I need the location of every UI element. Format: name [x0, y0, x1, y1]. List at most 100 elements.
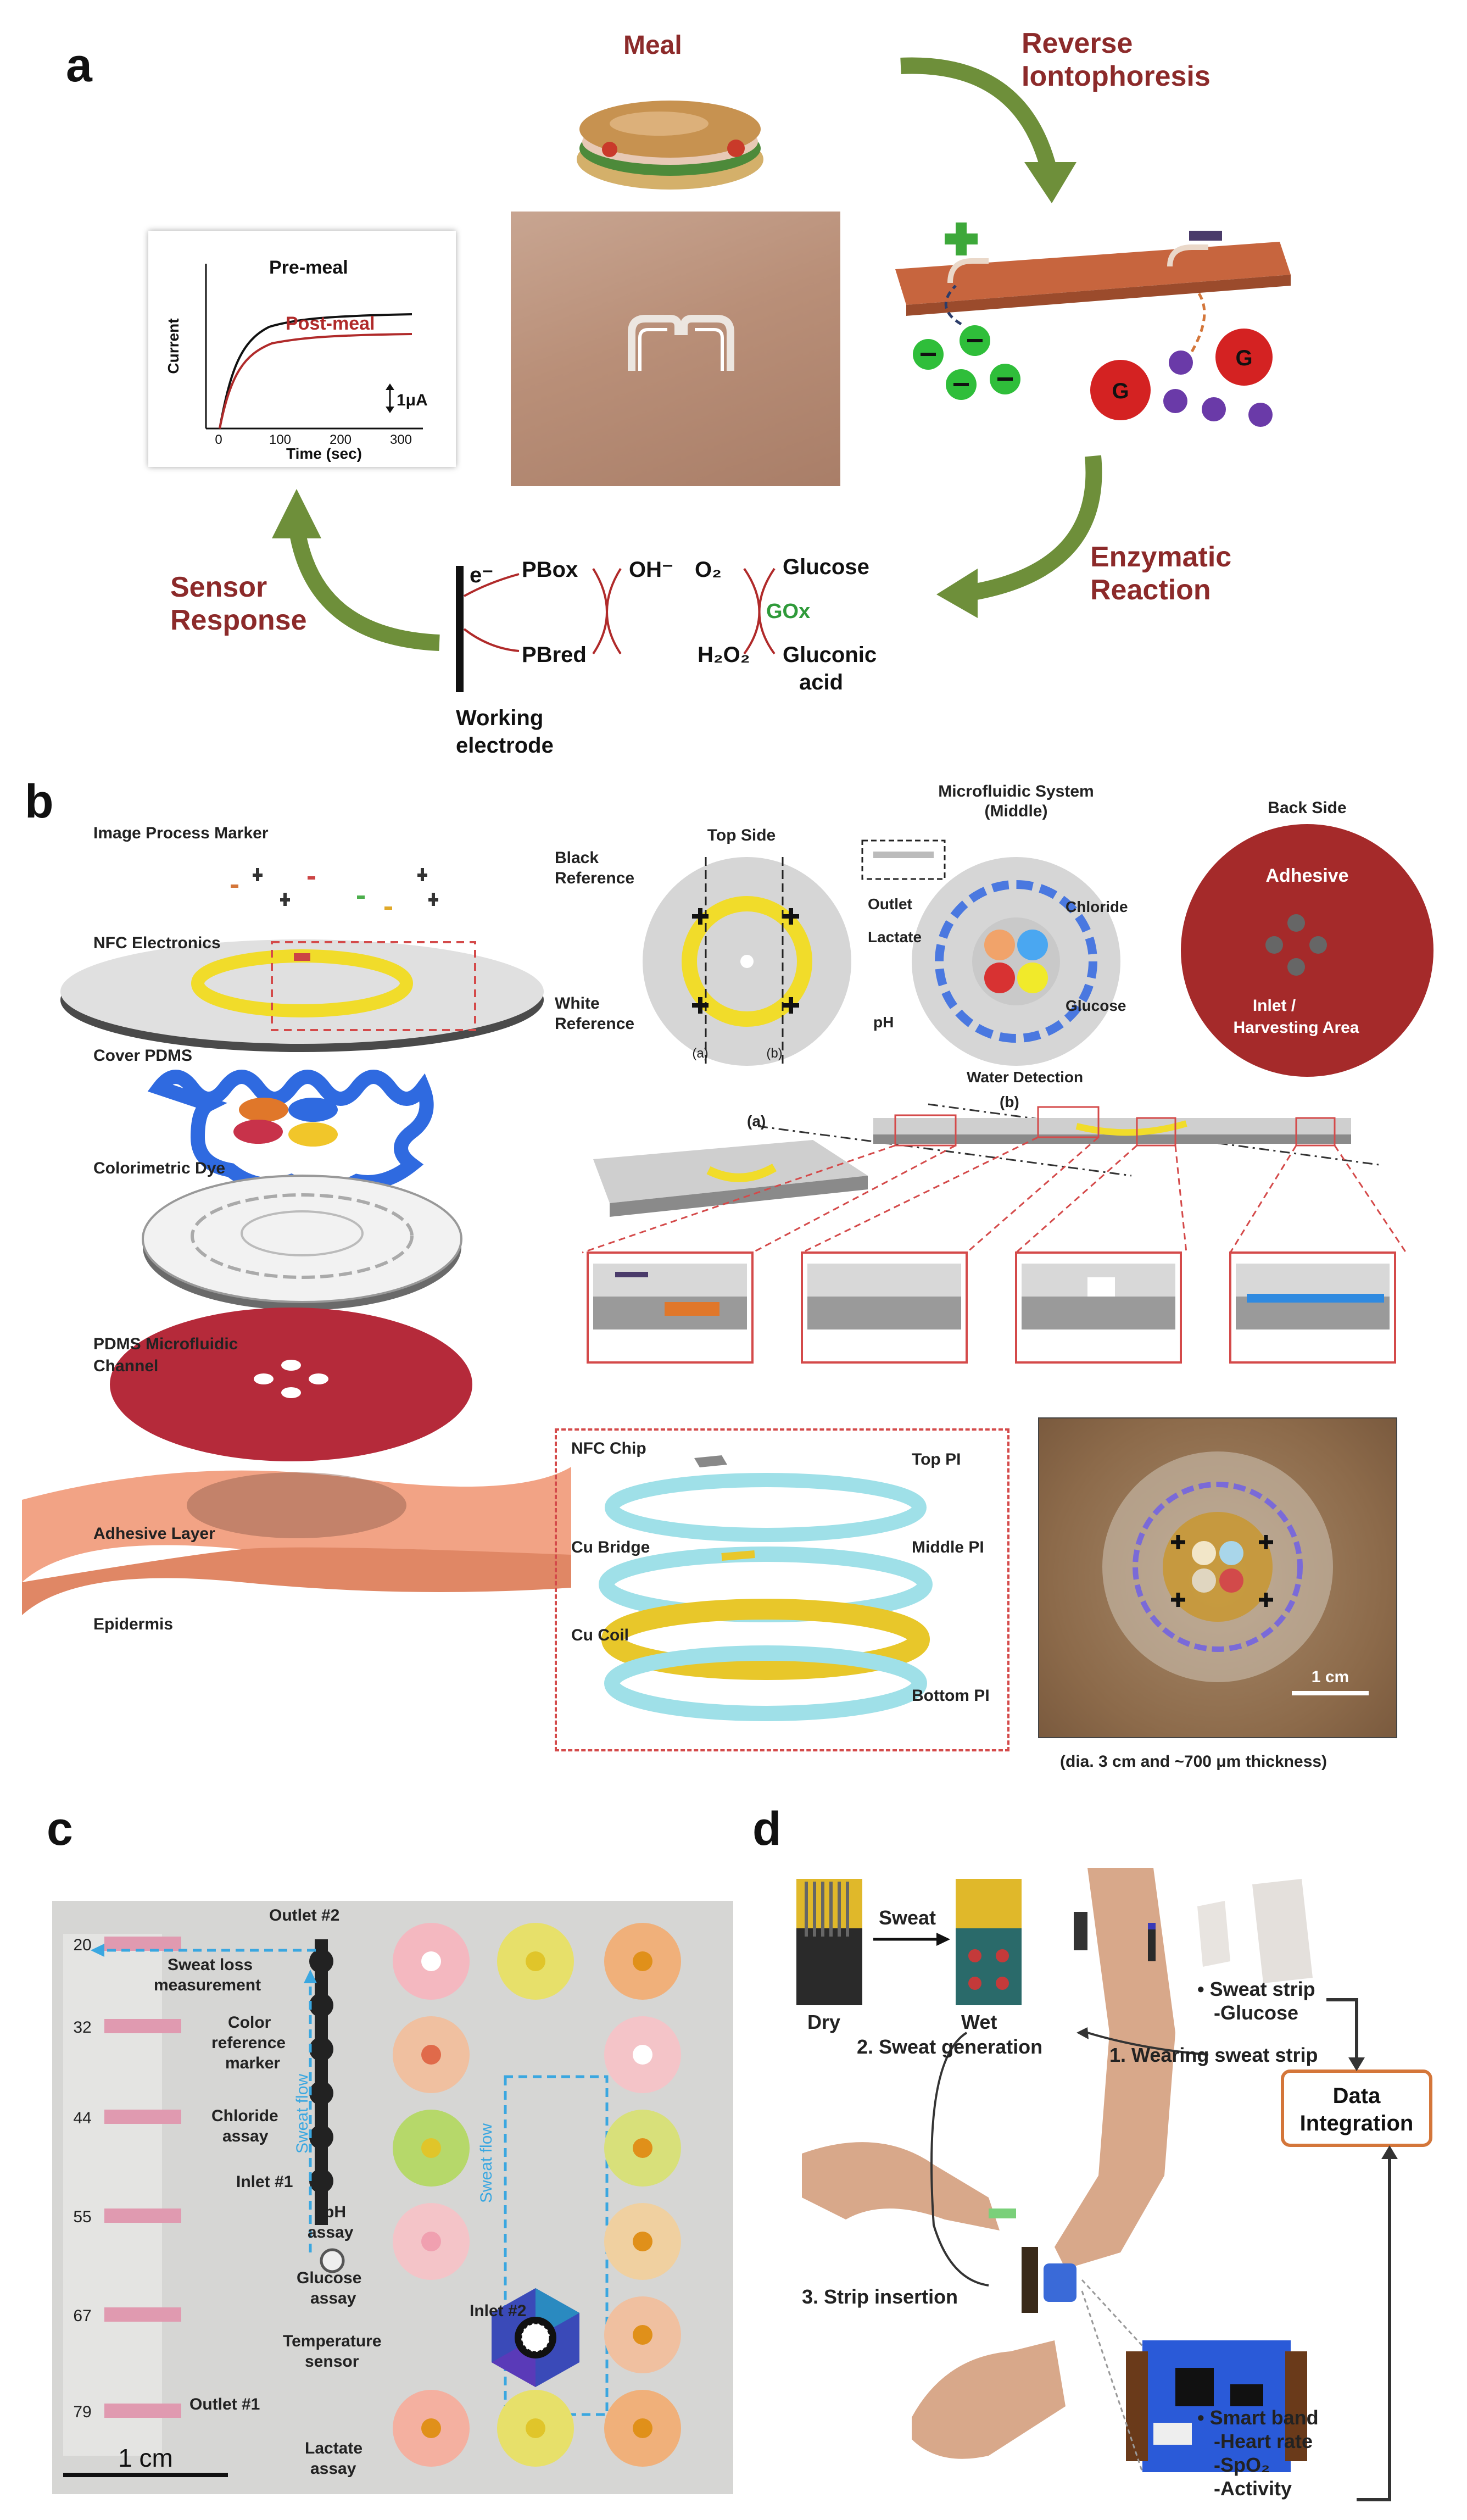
outlet2-label: Outlet #2	[269, 1906, 340, 1924]
glucose-chem-label: Glucose	[783, 555, 869, 579]
cu-bridge-label: Cu Bridge	[571, 1538, 650, 1556]
smart-band-label-1: • Smart band	[1197, 2406, 1319, 2429]
ph-assay-label-1: pH	[324, 2203, 346, 2221]
outlet-label: Outlet	[868, 895, 912, 913]
cut-a-label: (a)	[692, 1046, 708, 1061]
cross-section-diagram: (a) (b)	[582, 1093, 1407, 1364]
label-pdms-channel-1: PDMS Microfluidic	[93, 1335, 238, 1353]
arrow-to-enzymatic	[936, 455, 1102, 618]
back-side-diagram: Back Side Adhesive Inlet / Harvesting Ar…	[1181, 799, 1433, 1077]
label-epidermis: Epidermis	[93, 1615, 174, 1633]
microfluidic-system-diagram: Microfluidic System (Middle) Outlet Chlo…	[861, 782, 1128, 1086]
smart-band-label-2: -Heart rate	[1214, 2430, 1313, 2452]
lactate-assay-label-2: assay	[310, 2460, 356, 2478]
data-integration-1: Data	[1333, 2084, 1381, 2108]
sweat-flow-1: Sweat flow	[293, 2074, 311, 2154]
ruler-55: 55	[73, 2208, 91, 2226]
ph-label: pH	[873, 1014, 894, 1031]
glucose-assay-label-2: assay	[310, 2289, 356, 2307]
electrode-label-1: Working	[456, 706, 543, 730]
top-pi-label: Top PI	[912, 1450, 961, 1468]
response-text: Response	[170, 604, 307, 636]
reverse-iontophoresis-label: Reverse Iontophoresis	[1022, 27, 1211, 93]
legend-pre-meal: Pre-meal	[269, 257, 348, 278]
chloride-label: Chloride	[1066, 898, 1128, 915]
temperature-sensor-label-2: sensor	[305, 2352, 359, 2371]
enzymatic-reaction-label: Enzymatic Reaction	[1090, 541, 1231, 607]
xtick-300: 300	[390, 432, 412, 447]
glucose-assay-label-1: Glucose	[297, 2269, 362, 2287]
inlet-label-2: Harvesting Area	[1234, 1019, 1359, 1037]
smart-band-label-3: -SpO₂	[1214, 2454, 1270, 2476]
label-image-process-marker: Image Process Marker	[93, 824, 269, 842]
back-side-title: Back Side	[1268, 799, 1346, 817]
white-ref-label-1: White	[555, 994, 600, 1013]
sweat-strip-label-1: • Sweat strip	[1197, 1978, 1315, 2000]
ruler-20: 20	[73, 1936, 91, 1954]
label-adhesive-layer: Adhesive Layer	[93, 1525, 215, 1543]
reaction-scheme: e⁻ PBox PBred OH⁻ O₂ H₂O₂ GOx Glucose Gl…	[456, 555, 877, 758]
sweat-loss-label-1: Sweat loss	[168, 1956, 253, 1974]
outlet1-label: Outlet #1	[189, 2395, 260, 2413]
iontophoresis-text: Iontophoresis	[1022, 60, 1211, 92]
exploded-stack-diagram	[22, 868, 571, 1615]
plot-scalebar: 1μA	[397, 391, 428, 409]
reaction-text: Reaction	[1090, 574, 1211, 606]
cross-a-label: (a)	[747, 1112, 766, 1130]
nfc-stack-box	[555, 1428, 1009, 1751]
microfluidic-title-1: Microfluidic System	[938, 782, 1094, 800]
dry-label: Dry	[807, 2011, 841, 2033]
microfluidic-title-2: (Middle)	[985, 802, 1048, 820]
color-ref-label-1: Color	[228, 2013, 271, 2032]
sweat-arrow-label: Sweat	[879, 1906, 936, 1929]
pb-ox-label: PBox	[522, 558, 578, 582]
sandwich-image	[577, 101, 763, 190]
electrode-label-2: electrode	[456, 733, 554, 758]
iontophoresis-diagram: G G	[895, 222, 1291, 427]
lactate-assay-label-1: Lactate	[305, 2439, 363, 2457]
sweat-loss-label-2: measurement	[154, 1976, 261, 1994]
glucose-label: Glucose	[1066, 997, 1126, 1014]
sweat-patch-photo: 20 32 44 55 67 79 Sweat flow Sweat flow	[52, 1901, 733, 2494]
glucose-ion-2: G	[1235, 346, 1252, 370]
ruler-67: 67	[73, 2307, 91, 2325]
top-side-diagram: Top Side (a) (b)	[643, 826, 851, 1066]
arrow-to-plot	[272, 489, 440, 651]
lactate-label: Lactate	[868, 928, 922, 945]
wet-label: Wet	[961, 2011, 997, 2033]
panel-b-letter: b	[25, 775, 54, 828]
xtick-0: 0	[215, 432, 222, 447]
smart-band-label-4: -Activity	[1214, 2477, 1292, 2500]
sensor-response-label: Sensor Response	[170, 571, 307, 637]
plot-ylabel: Current	[165, 318, 182, 374]
black-ref-label-1: Black	[555, 849, 599, 867]
black-ref-label-2: Reference	[555, 869, 635, 887]
ruler-32: 32	[73, 2018, 91, 2037]
patch-photo: 1 cm	[1038, 1417, 1397, 1738]
nfc-chip-label: NFC Chip	[571, 1439, 646, 1458]
oxygen-label: O₂	[695, 558, 722, 582]
chloride-assay-label-1: Chloride	[211, 2107, 278, 2125]
label-colorimetric-dye: Colorimetric Dye	[93, 1159, 226, 1177]
panel-c-scale: 1 cm	[118, 2444, 173, 2472]
bottom-pi-label: Bottom PI	[912, 1687, 990, 1705]
label-cover-pdms: Cover PDMS	[93, 1047, 193, 1065]
xtick-100: 100	[269, 432, 291, 447]
arm-photo	[511, 212, 840, 486]
inlet2-label: Inlet #2	[470, 2302, 527, 2320]
current-plot: Pre-meal Post-meal Current Time (sec) 1μ…	[148, 231, 456, 467]
top-side-title: Top Side	[707, 826, 776, 844]
reverse-text: Reverse	[1022, 27, 1133, 59]
photo-caption: (dia. 3 cm and ~700 μm thickness)	[1060, 1753, 1327, 1771]
white-ref-label-2: Reference	[555, 1015, 635, 1033]
data-integration-2: Integration	[1300, 2111, 1414, 2135]
inlet1-label: Inlet #1	[236, 2173, 293, 2191]
smart-band-diagram: Data Integration	[796, 1868, 1432, 2501]
chloride-assay-label-2: assay	[222, 2127, 269, 2145]
arrow-meal-to-iontophoresis	[900, 57, 1076, 203]
temperature-sensor-label-1: Temperature	[283, 2332, 382, 2350]
color-ref-label-2: reference	[211, 2034, 286, 2052]
sweat-flow-2: Sweat flow	[477, 2123, 495, 2203]
cut-b-label: (b)	[766, 1046, 782, 1061]
hydroxide-label: OH⁻	[629, 558, 673, 582]
